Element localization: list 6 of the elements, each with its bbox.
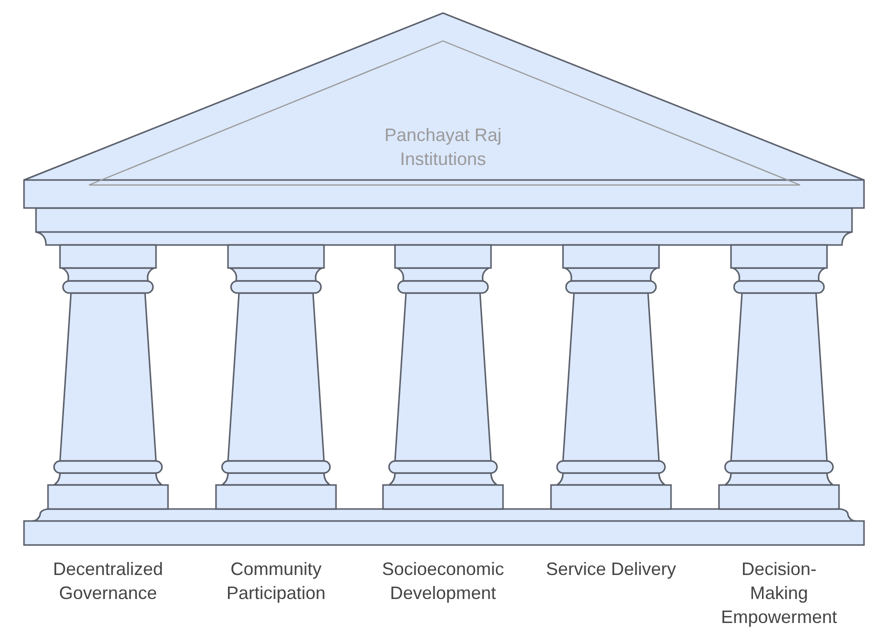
title-text: Panchayat Raj Institutions [383,124,503,171]
pillar-label: Socioeconomic Development [380,558,506,605]
pillar-label: Service Delivery [544,558,678,581]
pillar-label: Decentralized Governance [52,558,164,605]
pillar-label: Community Participation [225,558,327,605]
pillar-label: Decision-Making Empowerment [720,558,838,629]
